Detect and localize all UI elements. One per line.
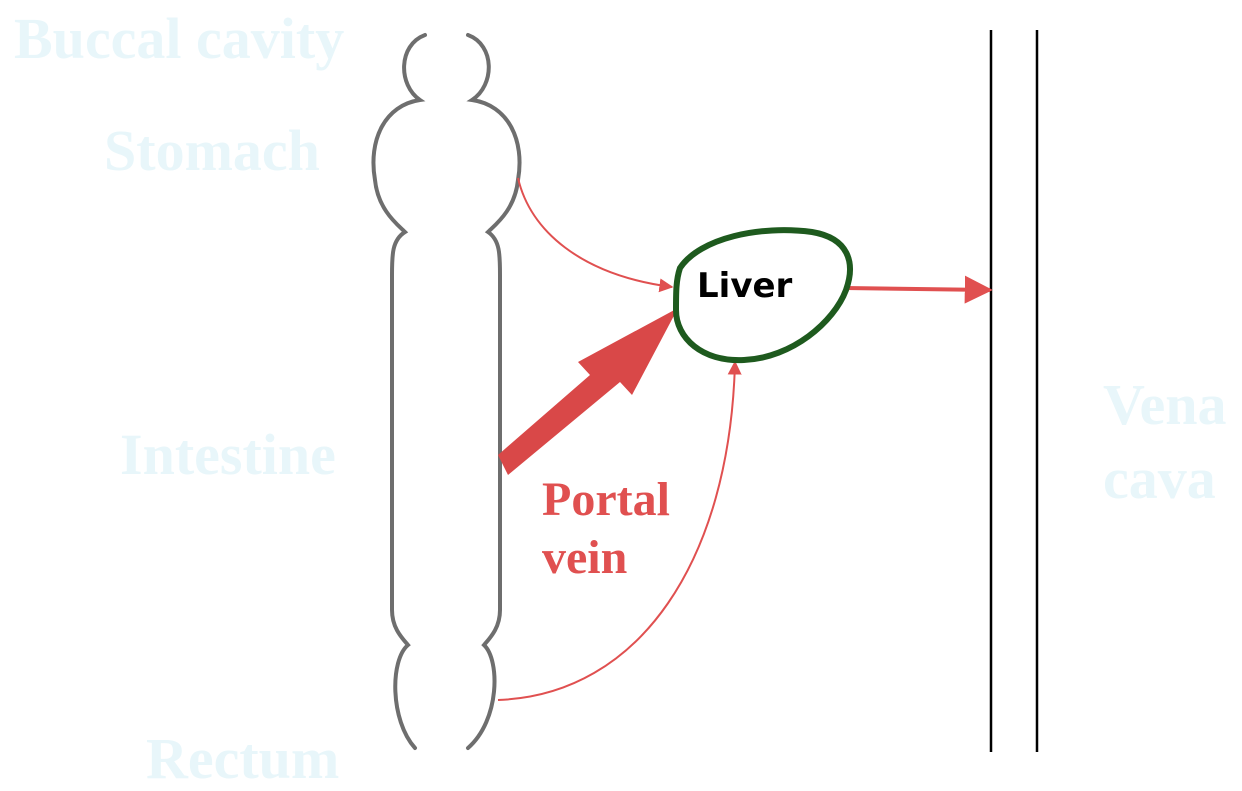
buccal-cavity-label: Buccal cavity xyxy=(14,6,345,71)
liver-vena-cava-vessel xyxy=(844,275,993,304)
portal-vein-arrow xyxy=(498,308,678,475)
rectum-liver-vessel xyxy=(497,360,742,701)
vena-cava-label-line1: Vena xyxy=(1103,372,1227,437)
stomach-label: Stomach xyxy=(104,118,320,183)
liver-label: Liver xyxy=(697,266,793,306)
portal-vein-label-line2: vein xyxy=(542,531,628,584)
stomach-liver-vessel xyxy=(517,177,674,293)
vena-cava-label-line2: cava xyxy=(1103,446,1216,511)
gut-right-wall xyxy=(466,33,522,750)
gut-left-wall xyxy=(371,33,427,750)
rectum-label: Rectum xyxy=(146,726,340,791)
intestine-label: Intestine xyxy=(120,422,336,487)
portal-vein-label-line1: Portal xyxy=(542,473,670,526)
liver-outline xyxy=(672,227,853,364)
